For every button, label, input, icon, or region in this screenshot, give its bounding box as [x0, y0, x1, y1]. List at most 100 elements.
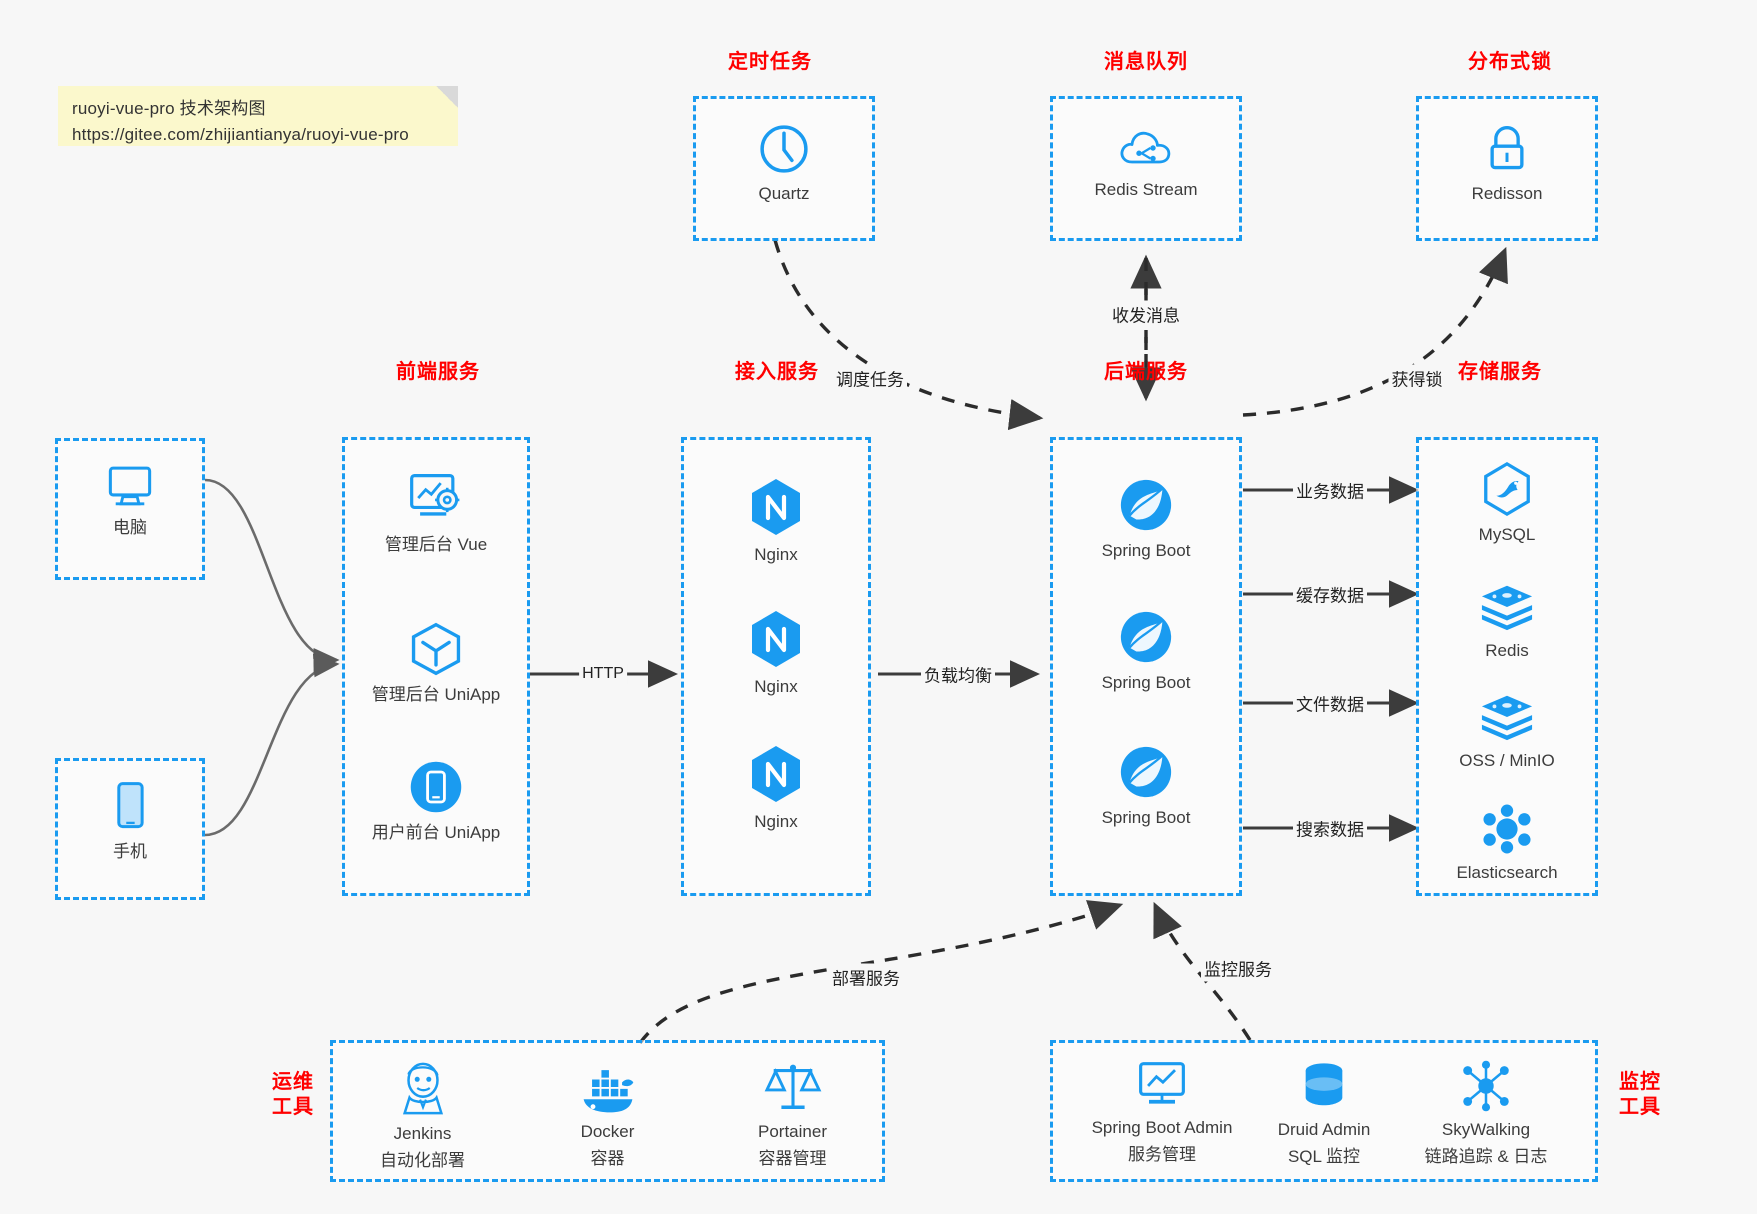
node-label: MySQL [1478, 525, 1536, 544]
node-sublabel: 服务管理 [1128, 1144, 1196, 1164]
group-title-backend: 后端服务 [1104, 361, 1188, 383]
edge-label-acquire-lock: 获得锁 [1388, 364, 1446, 392]
nginx-icon [752, 479, 800, 535]
node-label: 电脑 [113, 518, 147, 537]
node-redis[interactable]: Redis [1419, 580, 1595, 663]
lock-icon [1490, 126, 1524, 170]
cloud-stream-icon [1120, 131, 1171, 164]
node-admin-vue[interactable]: 管理后台 Vue [345, 470, 527, 557]
node-pc[interactable]: 电脑 [58, 461, 202, 540]
group-title-monitor-line1: 监控 [1619, 1071, 1661, 1093]
group-title-devops: 运维 工具 [258, 1070, 328, 1120]
node-label: Spring Boot Admin [1091, 1118, 1233, 1137]
edge-label-mq-message: 收发消息 [1109, 300, 1183, 328]
edge-label-schedule-task: 调度任务 [833, 364, 907, 392]
node-portainer[interactable]: Portainer 容器管理 [518, 1059, 1067, 1169]
redis-icon [1481, 585, 1533, 631]
group-title-monitor: 监控 工具 [1605, 1070, 1675, 1120]
clock-icon [760, 125, 808, 173]
group-box-storage: MySQL Redis OSS / MinIO [1416, 437, 1598, 896]
group-title-storage: 存储服务 [1458, 361, 1542, 383]
node-label: Portainer [758, 1122, 827, 1141]
node-label: Spring Boot [1101, 541, 1191, 560]
group-title-devops-line2: 工具 [272, 1096, 314, 1118]
node-redis-stream[interactable]: Redis Stream [1053, 123, 1239, 202]
node-label: SkyWalking [1441, 1120, 1531, 1139]
node-label: Redis [1485, 641, 1529, 660]
node-sublabel: 容器管理 [758, 1148, 827, 1168]
elasticsearch-icon [1483, 804, 1531, 854]
node-user-uniapp[interactable]: 用户前台 UniApp [345, 758, 527, 845]
group-box-frontend: 管理后台 Vue 管理后台 UniApp 用户前台 UniApp [342, 437, 530, 896]
node-sublabel: 链路追踪 & 日志 [1424, 1146, 1548, 1166]
group-box-gateway: Nginx Nginx Nginx [681, 437, 871, 896]
group-title-mq: 消息队列 [1104, 51, 1188, 73]
node-redisson[interactable]: Redisson [1419, 121, 1595, 206]
group-box-monitor: Spring Boot Admin 服务管理 Druid Admin SQL 监… [1050, 1040, 1598, 1182]
node-sublabel: 容器 [590, 1148, 625, 1168]
node-label: Elasticsearch [1456, 863, 1558, 882]
node-mysql[interactable]: MySQL [1419, 460, 1595, 547]
node-spring-boot-3[interactable]: Spring Boot [1053, 743, 1239, 830]
node-spring-boot-1[interactable]: Spring Boot [1053, 476, 1239, 563]
node-quartz[interactable]: Quartz [696, 121, 872, 206]
cube-icon [411, 622, 461, 676]
node-sublabel: SQL 监控 [1287, 1146, 1361, 1166]
node-druid-admin[interactable]: Druid Admin SQL 监控 [1053, 1059, 1595, 1167]
node-label: Docker [580, 1122, 635, 1141]
node-nginx-2[interactable]: Nginx [684, 608, 868, 699]
node-label: Nginx [754, 677, 798, 696]
group-title-devops-line1: 运维 [272, 1071, 314, 1093]
edge-label-cache-data: 缓存数据 [1293, 580, 1367, 608]
node-label: Jenkins [393, 1124, 452, 1143]
note-title: ruoyi-vue-pro 技术架构图 [72, 99, 266, 118]
node-mobile[interactable]: 手机 [58, 779, 202, 864]
info-note: ruoyi-vue-pro 技术架构图 https://gitee.com/zh… [58, 86, 458, 146]
monitor-icon [108, 466, 152, 506]
node-elasticsearch[interactable]: Elasticsearch [1419, 802, 1595, 885]
spring-icon [1120, 611, 1172, 663]
group-box-client-mobile: 手机 [55, 758, 205, 900]
node-label: Quartz [758, 184, 810, 203]
node-jenkins[interactable]: Jenkins 自动化部署 [148, 1059, 697, 1171]
node-spring-boot-admin[interactable]: Spring Boot Admin 服务管理 [891, 1059, 1433, 1165]
node-label: Redisson [1471, 184, 1543, 203]
group-box-scheduler: Quartz [693, 96, 875, 241]
node-admin-uniapp[interactable]: 管理后台 UniApp [345, 620, 527, 707]
node-label: OSS / MinIO [1459, 751, 1555, 770]
oss-icon [1481, 695, 1533, 741]
node-docker[interactable]: Docker 容器 [333, 1059, 882, 1169]
group-title-lock: 分布式锁 [1468, 51, 1552, 73]
node-label: Redis Stream [1094, 180, 1198, 199]
group-box-devops: Jenkins 自动化部署 Docker 容器 [330, 1040, 885, 1182]
spring-icon [1120, 479, 1172, 531]
node-oss-minio[interactable]: OSS / MinIO [1419, 690, 1595, 773]
node-label: 管理后台 UniApp [371, 685, 501, 704]
node-skywalking[interactable]: SkyWalking 链路追踪 & 日志 [1215, 1059, 1757, 1167]
edge-label-deploy-service: 部署服务 [829, 963, 903, 991]
edge-label-http: HTTP [579, 664, 627, 684]
group-box-backend: Spring Boot Spring Boot Spring Boot [1050, 437, 1242, 896]
node-label: Nginx [754, 812, 798, 831]
node-spring-boot-2[interactable]: Spring Boot [1053, 608, 1239, 695]
edge-label-file-data: 文件数据 [1293, 689, 1367, 717]
edge-label-load-balance: 负载均衡 [921, 660, 995, 688]
group-title-gateway: 接入服务 [735, 361, 819, 383]
node-label: 用户前台 UniApp [371, 823, 501, 842]
group-title-scheduler: 定时任务 [728, 51, 812, 73]
edge-label-business-data: 业务数据 [1293, 476, 1367, 504]
monitor-chart-icon [1139, 1062, 1185, 1104]
skywalking-icon [1463, 1060, 1509, 1112]
group-title-monitor-line2: 工具 [1619, 1096, 1661, 1118]
spring-icon [1120, 746, 1172, 798]
nginx-icon [752, 611, 800, 667]
node-nginx-3[interactable]: Nginx [684, 743, 868, 834]
node-sublabel: 自动化部署 [380, 1150, 465, 1170]
node-nginx-1[interactable]: Nginx [684, 476, 868, 567]
edge-label-search-data: 搜索数据 [1293, 814, 1367, 842]
dashboard-icon [410, 474, 460, 516]
node-label: Druid Admin [1277, 1120, 1371, 1139]
mysql-icon [1484, 461, 1530, 517]
database-icon [1305, 1063, 1343, 1106]
